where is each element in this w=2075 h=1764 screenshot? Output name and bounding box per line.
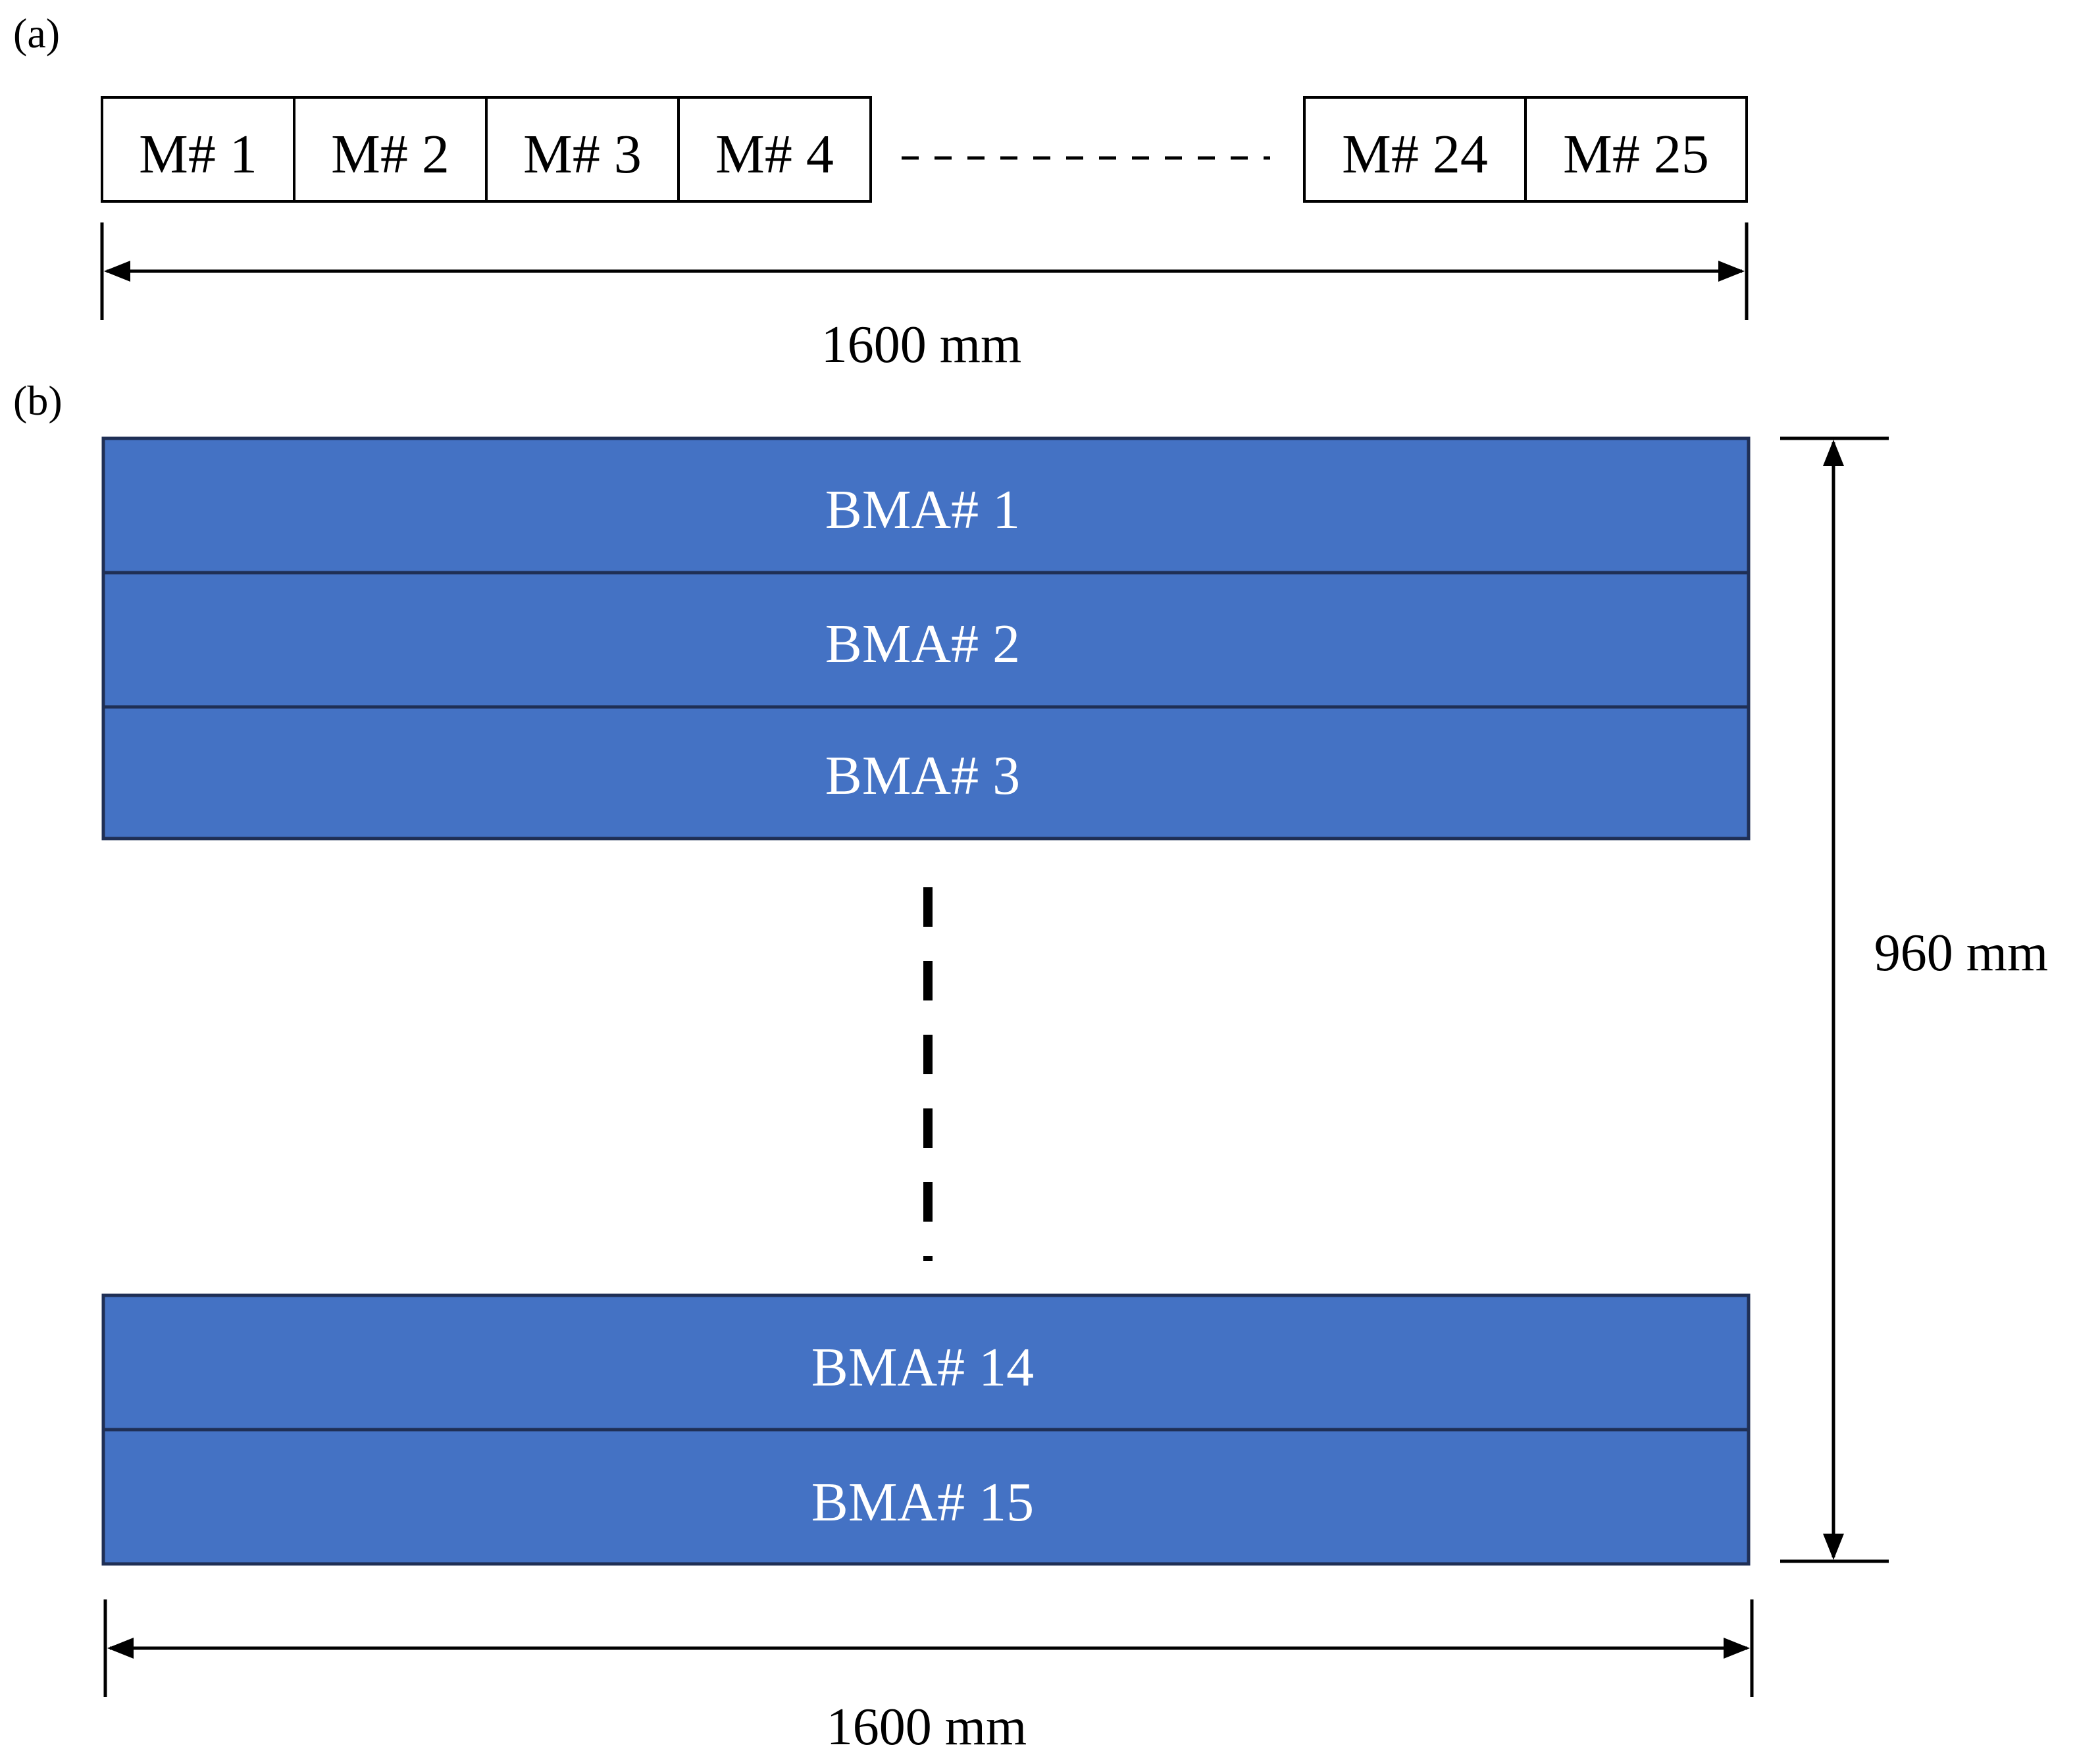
module-label-2: M# 2 [331,124,449,185]
bma-label-15: BMA# 15 [811,1472,1034,1533]
module-label-25: M# 25 [1563,124,1709,185]
bma-label-14: BMA# 14 [811,1337,1034,1398]
module-box-25 [1524,96,1748,203]
bma-stack-top [101,436,1751,841]
bma-block-15 [101,1428,1751,1566]
module-label-3: M# 3 [523,124,642,185]
module-label-24: M# 24 [1342,124,1488,185]
bma-block-3 [101,705,1751,841]
panel-a-label: (a) [13,10,60,57]
module-box-3 [485,96,680,203]
height-dimension [1780,436,1889,1563]
module-box-1 [101,96,295,203]
module-box-2 [293,96,488,203]
bma-label-3: BMA# 3 [825,745,1020,806]
height-dimension-label: 960 mm [1874,924,2048,982]
module-box-24 [1303,96,1527,203]
width-dimension-b-label: 1600 mm [827,1698,1027,1756]
module-box-4 [677,96,872,203]
width-dimension-a-label: 1600 mm [821,316,1021,374]
bma-block-14 [101,1293,1751,1432]
module-row [101,96,1748,203]
module-label-1: M# 1 [139,124,257,185]
bma-label-1: BMA# 1 [825,479,1020,540]
module-label-4: M# 4 [715,124,834,185]
width-dimension-a [100,222,1749,320]
panel-b-label: (b) [13,377,63,424]
bma-stack-bottom [101,1293,1751,1566]
bma-label-2: BMA# 2 [825,613,1020,675]
width-dimension-b [103,1599,1754,1697]
